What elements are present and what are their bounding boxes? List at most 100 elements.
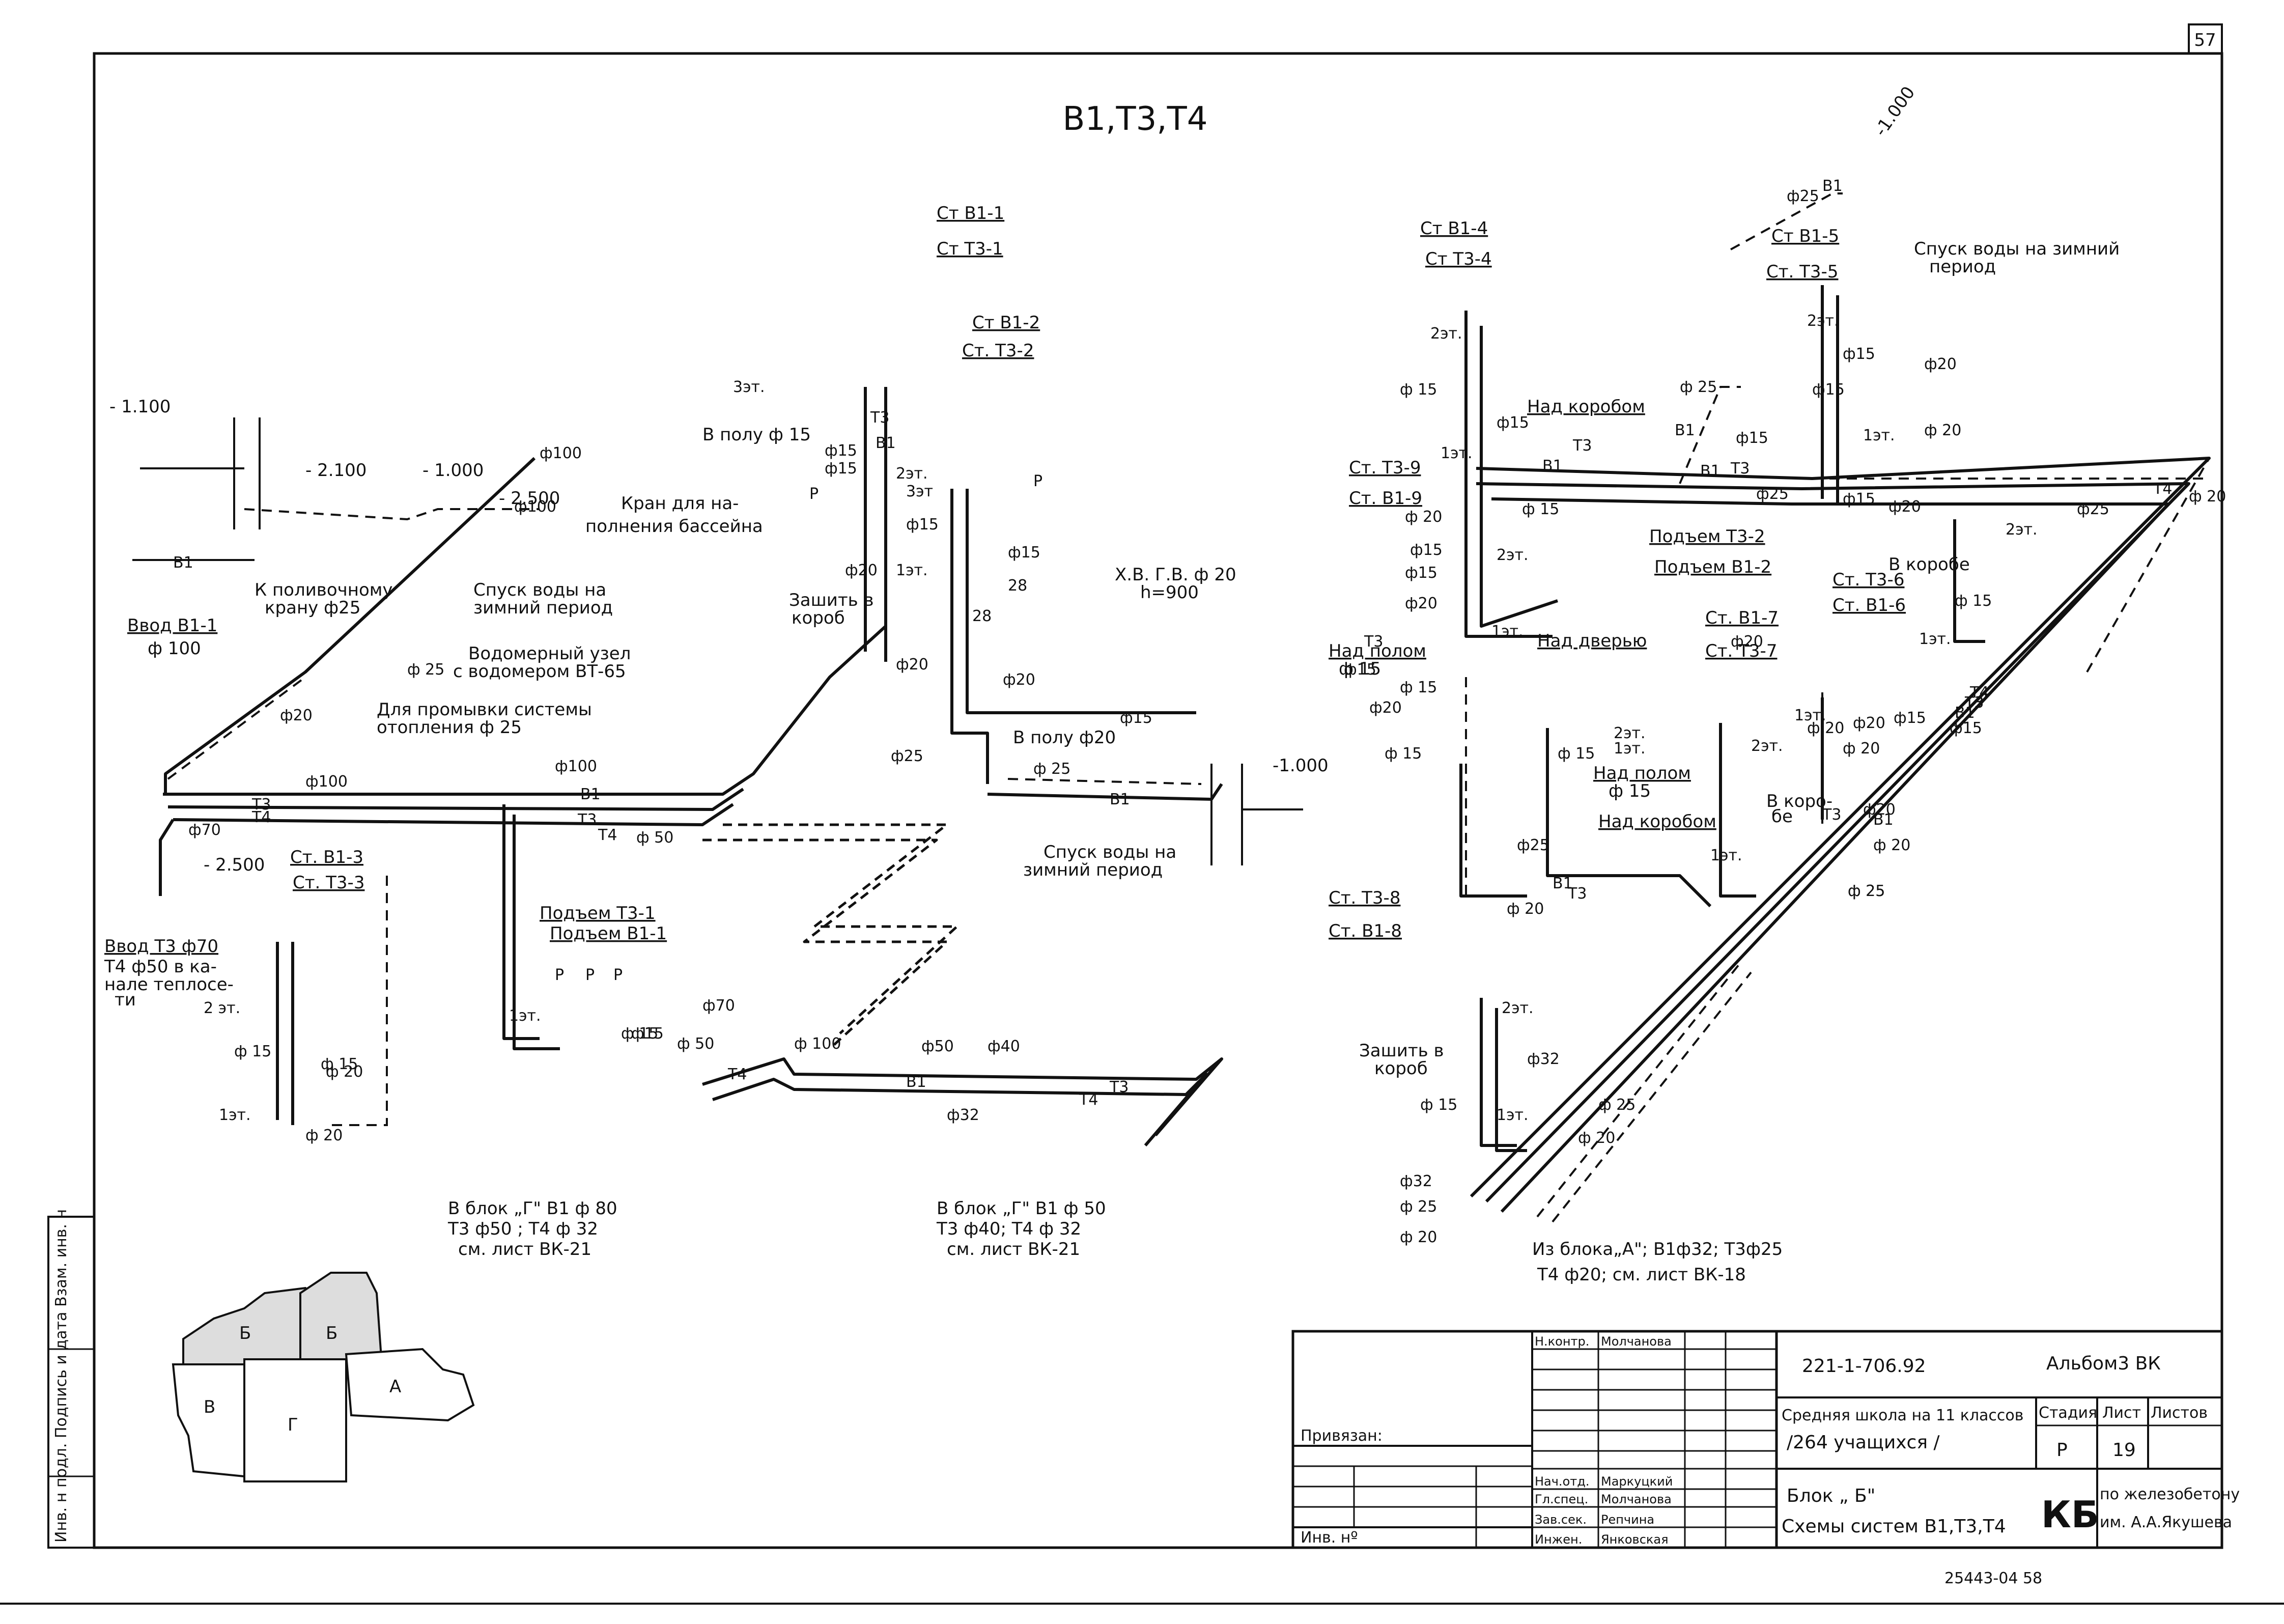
input-label: ф 100: [148, 638, 201, 659]
riser-label: Ст В1-1: [937, 203, 1004, 223]
sig-role: Гл.спец.: [1535, 1492, 1588, 1506]
riser-label: Подъем В1-2: [1654, 557, 1771, 577]
diameter-label: ф 25: [1033, 760, 1070, 778]
title-block-sheet-title-1: Блок „ Б": [1787, 1486, 1875, 1506]
sig-role: Инжен.: [1535, 1532, 1582, 1547]
sig-role: Н.контр.: [1535, 1334, 1589, 1349]
note-label: В коробе: [1888, 554, 1970, 575]
elevation-mark: -1.000: [1871, 82, 1920, 140]
riser-label: Ст. Т3-3: [293, 873, 364, 893]
diameter-label: ф 15: [1955, 592, 1992, 610]
title-block-privyazan: Привязан:: [1301, 1427, 1383, 1445]
pipe-code: Т3: [1572, 437, 1592, 455]
diameter-label: ф20: [1003, 671, 1035, 689]
diameter-label: ф100: [305, 773, 348, 791]
elevation-mark: - 1.000: [422, 460, 484, 481]
sig-name: Маркуцкий: [1601, 1474, 1673, 1489]
riser-label: Подъем В1-1: [550, 923, 667, 944]
pipe-code: Т3: [1364, 633, 1383, 651]
riser-label: Ст. Т3-6: [1832, 570, 1904, 590]
diameter-label: ф15: [906, 516, 939, 534]
note-label: В полу ф20: [1013, 727, 1116, 748]
riser-label: Ст. В1-8: [1329, 921, 1402, 941]
right-scheme-dashed: [1465, 192, 2210, 1223]
note-label: ф 15: [1339, 659, 1381, 679]
diameter-label: ф 20: [326, 1063, 363, 1081]
title-block-stage: Р: [2056, 1440, 2068, 1461]
left-scheme-pipes: [159, 387, 1223, 1146]
diameter-label: ф 15: [234, 1043, 271, 1060]
scheme-labels: - 1.100- 2.100- 1.000- 2.500- 2.500-1.00…: [104, 82, 2226, 1285]
note-label: К поливочному: [255, 580, 393, 600]
pipe-code: Т3: [577, 811, 597, 829]
diameter-label: ф20: [1369, 699, 1402, 717]
diameter-label: ф70: [702, 997, 735, 1015]
floor-label: 1эт.: [509, 1007, 541, 1025]
key-plan-label-v: В: [204, 1397, 215, 1417]
key-plan-block-g: [243, 1358, 347, 1482]
floor-label: 1эт.: [1614, 740, 1646, 758]
note-label: Зашить в: [789, 590, 874, 610]
left-ground-symbols: [132, 417, 1303, 865]
sheet-frame: [93, 52, 2223, 1549]
pipe-code: В1: [1553, 875, 1573, 892]
number-label: 28: [1008, 577, 1027, 595]
floor-label: 1эт.: [1441, 444, 1473, 462]
diameter-label: ф20: [1853, 714, 1885, 732]
riser-label: Ст Т3-4: [1425, 249, 1492, 269]
sig-name: Репчина: [1601, 1513, 1654, 1527]
floor-label: 1эт.: [896, 562, 928, 579]
note-label: Из блока„А"; В1ф32; Т3ф25: [1532, 1239, 1783, 1259]
note-label: ф 15: [1609, 781, 1651, 801]
note-label: Т4 ф20; см. лист ВК-18: [1537, 1265, 1746, 1285]
title-block-sheet: 19: [2112, 1440, 2136, 1461]
diameter-label: ф40: [988, 1038, 1020, 1055]
pipe-code: Т4: [1969, 684, 1989, 702]
diameter-label: ф15: [631, 1025, 664, 1043]
key-plan-label-b1: Б: [239, 1323, 251, 1343]
diameter-label: ф50: [921, 1038, 954, 1055]
diameter-label: ф20: [1863, 801, 1896, 819]
note-label: зимний период: [1023, 860, 1163, 880]
diameter-label: ф20: [280, 707, 313, 724]
diameter-label: ф15: [1008, 544, 1040, 562]
diameter-label: ф20: [1731, 633, 1763, 651]
note-label: период: [1929, 257, 1996, 277]
riser-label: Ст. В1-7: [1705, 608, 1779, 628]
floor-label: 2эт.: [1614, 724, 1646, 742]
floor-label: 1эт.: [1919, 630, 1951, 648]
note-label: Над коробом: [1527, 397, 1645, 417]
diameter-label: ф32: [1527, 1050, 1560, 1068]
block-note: Т3 ф40; Т4 ф 32: [936, 1219, 1081, 1239]
diameter-label: ф 25: [1598, 1096, 1636, 1114]
diameter-label: ф25: [1787, 187, 1819, 205]
note-label: h=900: [1140, 582, 1199, 603]
riser-label: Ст. В1-6: [1832, 595, 1906, 615]
diameter-label: ф20: [1888, 498, 1921, 516]
note-label: с водомером ВТ-65: [453, 661, 626, 682]
diameter-label: ф100: [555, 758, 597, 775]
floor-label: 2эт.: [896, 465, 928, 483]
riser-label: Ст. Т3-7: [1705, 641, 1777, 661]
sig-name: Молчанова: [1601, 1334, 1672, 1349]
elevation-mark: - 2.500: [499, 488, 560, 509]
pipe-code: Т4: [2153, 480, 2172, 498]
diameter-label: ф32: [1400, 1172, 1432, 1190]
diameter-label: ф15: [825, 442, 857, 460]
floor-label: 2эт.: [2006, 521, 2038, 539]
diameter-label: ф 15: [1522, 500, 1559, 518]
diameter-label: ф15: [1843, 345, 1875, 363]
diameter-label: ф 15: [1558, 745, 1595, 763]
note-label: Для промывки системы: [377, 699, 592, 720]
diameter-label: ф15: [1843, 490, 1875, 508]
riser-label: Ст. В1-9: [1349, 488, 1422, 509]
pipe-code: В1: [1955, 704, 1975, 722]
note-label: Спуск воды на: [1044, 842, 1176, 862]
key-plan-block-b2: [299, 1272, 383, 1365]
pipe-code: В1: [1675, 422, 1695, 439]
pipe-code: В1: [580, 786, 601, 803]
note-label: Кран для на-: [621, 493, 739, 514]
pipe-code: В1: [1822, 177, 1843, 195]
input-label: Ввод В1-1: [127, 615, 217, 636]
